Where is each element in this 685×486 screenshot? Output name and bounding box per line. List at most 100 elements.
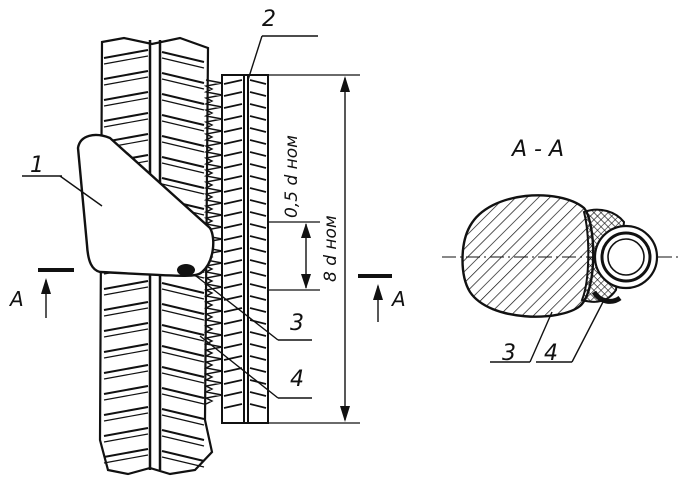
rib-line — [249, 187, 267, 193]
rib-line — [103, 118, 149, 128]
pad-plate — [76, 133, 215, 277]
rib-line — [161, 282, 205, 294]
rib-line — [161, 177, 205, 189]
rib-line — [249, 403, 267, 409]
rib-line — [223, 331, 243, 337]
rib-line — [223, 199, 243, 205]
rib-line — [249, 259, 267, 265]
rib-line — [249, 175, 267, 181]
rib-line — [249, 271, 267, 277]
section-a-right-label: A — [390, 287, 406, 311]
rib-line — [103, 76, 149, 86]
rib-line — [249, 199, 267, 205]
rib-line — [223, 235, 243, 241]
callout-3-label-right: 3 — [502, 341, 516, 366]
rib-line — [103, 286, 149, 296]
rib-line — [249, 79, 267, 85]
rib-line — [161, 135, 205, 147]
rib-line — [161, 372, 205, 384]
rib-line — [249, 343, 267, 349]
rib-line — [161, 450, 205, 462]
rib-line — [249, 163, 267, 169]
rib-line — [161, 366, 205, 378]
rib-line — [249, 151, 267, 157]
rib-line — [249, 283, 267, 289]
rib-line — [161, 435, 205, 447]
rib-line — [223, 259, 243, 265]
rib-line — [223, 187, 243, 193]
rib-line — [161, 429, 205, 441]
rib-line — [249, 307, 267, 313]
rib-line — [249, 367, 267, 373]
rib-line — [161, 414, 205, 426]
callout-2-label: 2 — [262, 7, 276, 32]
rib-line — [249, 127, 267, 133]
rib-line — [103, 433, 149, 443]
rib-line — [249, 247, 267, 253]
rib-line — [249, 91, 267, 97]
rib-line — [103, 49, 149, 59]
rib-line — [223, 163, 243, 169]
rib-line — [161, 288, 205, 300]
callout-1-label: 1 — [30, 153, 44, 178]
rib-line — [223, 103, 243, 109]
rib-line — [223, 139, 243, 145]
rib-line — [161, 393, 205, 405]
rib-line — [223, 211, 243, 217]
rib-line — [161, 456, 205, 468]
section-mark-right — [358, 274, 392, 322]
dimension-lines — [268, 74, 360, 424]
rib-line — [223, 355, 243, 361]
rib-line — [161, 78, 205, 90]
rib-line — [103, 364, 149, 374]
dim-8d-label: 8 d ном — [321, 215, 341, 282]
callout-4-label-left: 4 — [290, 367, 304, 392]
rib-line — [161, 183, 205, 195]
rib-line — [223, 175, 243, 181]
rib-line — [249, 115, 267, 121]
rib-line — [249, 391, 267, 397]
section-a-left-label: A — [8, 287, 24, 311]
rib-line — [161, 156, 205, 168]
rib-line — [249, 355, 267, 361]
rib-line — [223, 79, 243, 85]
rib-line — [103, 448, 149, 458]
rib-line — [161, 309, 205, 321]
rib-line — [249, 103, 267, 109]
rib-line — [161, 324, 205, 336]
rib-line — [223, 379, 243, 385]
rib-line — [103, 328, 149, 338]
rib-line — [223, 115, 243, 121]
rib-line — [249, 223, 267, 229]
rib-line — [223, 319, 243, 325]
rib-line — [161, 99, 205, 111]
rib-line — [161, 93, 205, 105]
rib-line — [161, 351, 205, 363]
rib-line — [223, 307, 243, 313]
rib-line — [103, 427, 149, 437]
rib-line — [161, 408, 205, 420]
rib-line — [161, 162, 205, 174]
rib-line — [223, 271, 243, 277]
weld-point — [177, 264, 195, 276]
dim-half-d-label: 0,5 d ном — [282, 135, 302, 218]
rib-line — [103, 406, 149, 416]
rib-line — [103, 412, 149, 422]
rib-line — [103, 391, 149, 401]
rib-line — [103, 112, 149, 122]
rib-line — [161, 72, 205, 84]
section-view — [442, 194, 680, 318]
rib-line — [103, 55, 149, 65]
rib-line — [161, 114, 205, 126]
rib-line — [103, 301, 149, 311]
rib-line — [249, 331, 267, 337]
rib-line — [161, 330, 205, 342]
rib-line — [103, 307, 149, 317]
rib-line — [223, 223, 243, 229]
callout-4-label-right: 4 — [544, 341, 558, 366]
rib-line — [161, 51, 205, 63]
rib-line — [161, 141, 205, 153]
rib-line — [223, 91, 243, 97]
rib-line — [223, 247, 243, 253]
